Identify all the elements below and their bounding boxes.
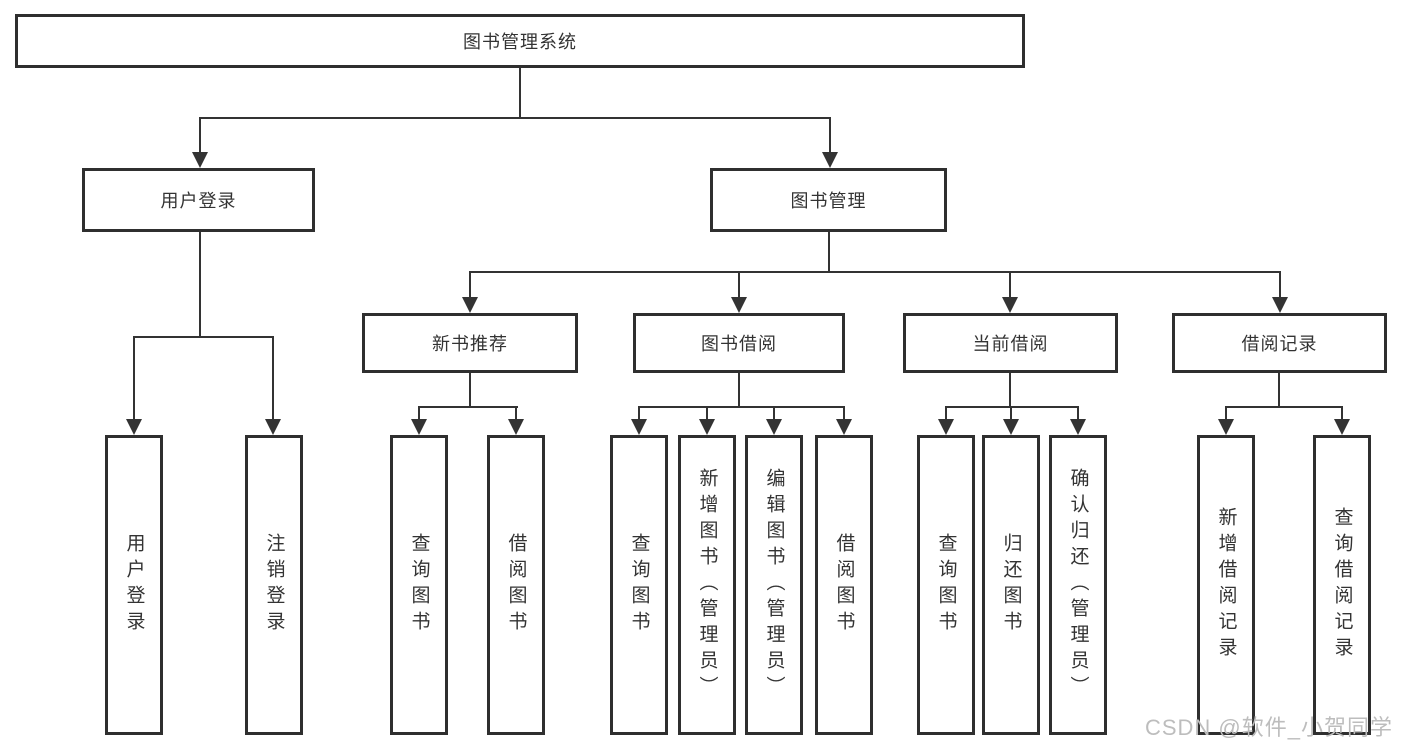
connector-to-nb-borrow (515, 406, 517, 420)
arrow-to-nb-query (411, 419, 427, 435)
connector-to-records (1279, 271, 1281, 299)
connector-root-bar (199, 117, 831, 119)
leaf-borrowing-add-admin: 新增图书（管理员） (678, 435, 736, 735)
arrow-to-br-add (1218, 419, 1234, 435)
connector-to-cb-return (1010, 406, 1012, 420)
connector-to-bb-borrow (843, 406, 845, 420)
leaf-current-confirm-admin: 确认归还（管理员） (1049, 435, 1107, 735)
arrow-to-new-book (462, 297, 478, 313)
node-borrowing-records: 借阅记录 (1172, 313, 1387, 373)
connector-records-bar (1225, 406, 1343, 408)
arrow-to-leaf-login (126, 419, 142, 435)
connector-to-book-mgmt (829, 117, 831, 153)
arrow-to-br-query (1334, 419, 1350, 435)
connector-new-book-bar (418, 406, 518, 408)
arrow-to-cb-confirm (1070, 419, 1086, 435)
leaf-records-query: 查询借阅记录 (1313, 435, 1371, 735)
connector-borrowing-bar (638, 406, 845, 408)
connector-to-new-book (469, 271, 471, 299)
arrow-to-leaf-logout (265, 419, 281, 435)
arrow-to-user-login (192, 152, 208, 168)
connector-user-login-bar (133, 336, 273, 338)
leaf-borrowing-borrow: 借阅图书 (815, 435, 873, 735)
leaf-logout: 注销登录 (245, 435, 303, 735)
leaf-current-query: 查询图书 (917, 435, 975, 735)
arrow-to-records (1272, 297, 1288, 313)
connector-to-borrowing (738, 271, 740, 299)
connector-to-bb-add (706, 406, 708, 420)
connector-current-bar (945, 406, 1079, 408)
leaf-records-add: 新增借阅记录 (1197, 435, 1255, 735)
node-book-borrowing: 图书借阅 (633, 313, 845, 373)
arrow-to-cb-query (938, 419, 954, 435)
connector-to-br-query (1341, 406, 1343, 420)
connector-borrowing-stem (738, 373, 740, 408)
arrow-to-cb-return (1003, 419, 1019, 435)
connector-book-mgmt-stem (828, 232, 830, 273)
csdn-watermark: CSDN @软件_小贺同学 (1144, 715, 1393, 740)
connector-to-current (1009, 271, 1011, 299)
arrow-to-current (1002, 297, 1018, 313)
connector-book-mgmt-bar (469, 271, 1281, 273)
node-book-mgmt: 图书管理 (710, 168, 947, 232)
arrow-to-bb-query (631, 419, 647, 435)
arrow-to-bb-borrow (836, 419, 852, 435)
leaf-current-return: 归还图书 (982, 435, 1040, 735)
connector-to-cb-query (945, 406, 947, 420)
connector-root-stem (519, 68, 521, 118)
node-new-book-rec: 新书推荐 (362, 313, 578, 373)
node-root-system: 图书管理系统 (15, 14, 1025, 68)
leaf-user-login: 用户登录 (105, 435, 163, 735)
connector-to-cb-confirm (1077, 406, 1079, 420)
node-current-borrowing: 当前借阅 (903, 313, 1118, 373)
node-user-login: 用户登录 (82, 168, 315, 232)
connector-user-login-stem (199, 232, 201, 338)
connector-to-user-login (199, 117, 201, 153)
connector-to-br-add (1225, 406, 1227, 420)
arrow-to-book-mgmt (822, 152, 838, 168)
leaf-borrowing-query: 查询图书 (610, 435, 668, 735)
arrow-to-borrowing (731, 297, 747, 313)
arrow-to-bb-add (699, 419, 715, 435)
connector-new-book-stem (469, 373, 471, 408)
leaf-borrowing-edit-admin: 编辑图书（管理员） (745, 435, 803, 735)
leaf-newbook-query: 查询图书 (390, 435, 448, 735)
leaf-newbook-borrow: 借阅图书 (487, 435, 545, 735)
arrow-to-nb-borrow (508, 419, 524, 435)
connector-to-nb-query (418, 406, 420, 420)
connector-to-leaf-logout (272, 336, 274, 420)
connector-to-bb-query (638, 406, 640, 420)
connector-records-stem (1278, 373, 1280, 408)
connector-to-leaf-login (133, 336, 135, 420)
connector-current-stem (1009, 373, 1011, 408)
arrow-to-bb-edit (766, 419, 782, 435)
connector-to-bb-edit (773, 406, 775, 420)
